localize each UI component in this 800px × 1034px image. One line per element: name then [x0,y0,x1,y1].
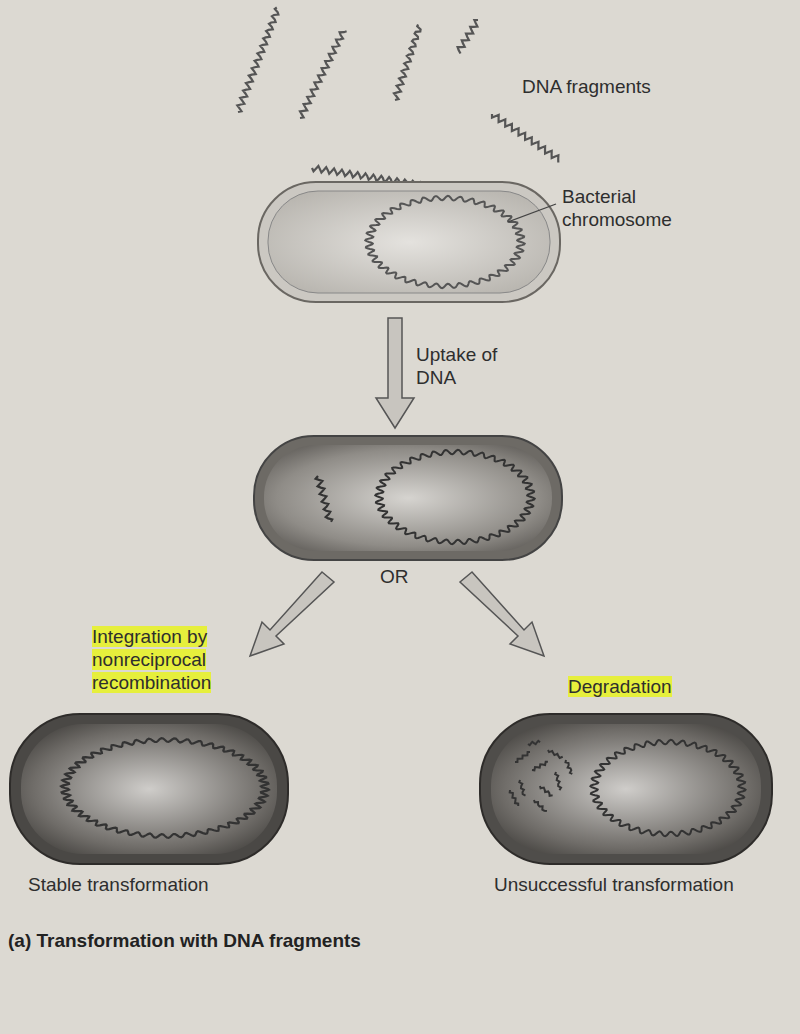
outcome-label: Stable transformation [28,874,209,897]
pathway-label: Integration by nonreciprocal recombinati… [92,626,211,693]
dna-strand [519,780,525,796]
arrow [376,318,414,428]
cell-body [268,191,550,293]
leader-line [508,204,556,222]
cell-wall [480,714,772,864]
dna-strand [532,762,548,771]
callout-label: Bacterial chromosome [562,186,692,232]
label: DNA fragments [522,76,651,99]
dna-strand [515,752,530,762]
dna-strand [534,800,547,811]
chromosome-strand [375,450,534,544]
chromosome [375,450,534,544]
outcome-label: Unsuccessful transformation [494,874,734,897]
cell-wall [10,714,288,864]
dna-strand [492,114,558,163]
dna-strand [510,790,519,806]
cell-body [21,724,277,854]
chromosome [61,738,269,838]
cell-wall [254,436,562,560]
chromosome-strand [590,740,745,836]
dna-strand [316,476,333,522]
dna-strand [237,8,278,113]
chromosome [590,740,745,836]
chromosome-strand [61,738,269,838]
dna-strand [300,31,347,118]
pathway-label: Degradation [568,676,672,697]
degraded-dna [510,741,573,811]
dna-strand [540,786,553,796]
figure-caption: (a) Transformation with DNA fragments [8,930,361,953]
dna-strand [555,772,561,790]
dna-strand [528,741,540,745]
cell-wall [258,182,560,302]
dna-strand [394,24,421,100]
dna-strand [458,20,478,54]
dna-strand [566,760,573,774]
dna-strand [548,750,563,758]
chromosome-strand [365,196,524,288]
conjunction-label: OR [380,566,409,589]
pathway-label-box: Integration by nonreciprocal recombinati… [92,626,252,694]
cell-body [264,445,552,551]
dna-fragment [316,476,333,522]
pathway-label-box: Degradation [568,676,672,699]
dna-fragments [237,8,558,189]
chromosome [365,196,524,288]
cell-body [491,724,761,854]
step-label: Uptake of DNA [416,344,506,390]
